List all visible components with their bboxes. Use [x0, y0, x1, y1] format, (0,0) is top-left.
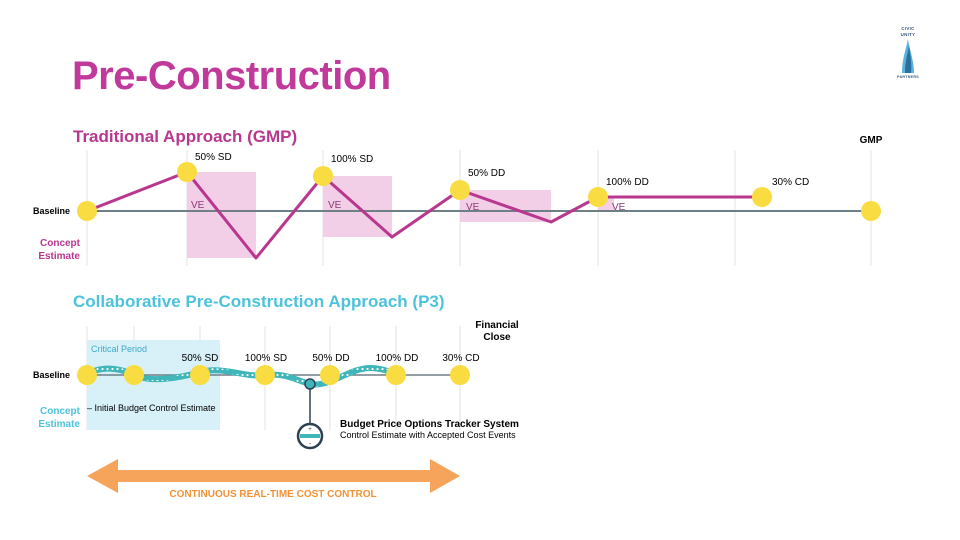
milestone-100-sd: [313, 166, 333, 186]
milestone-50-sd: [177, 162, 197, 182]
milestone-label: 100% DD: [606, 177, 649, 188]
tracker-node-icon: [304, 378, 316, 390]
milestone-label: 50% SD: [182, 353, 219, 364]
milestone-label: 100% DD: [376, 353, 419, 364]
collaborative-baseline-label: Baseline: [33, 370, 70, 380]
page-title: Pre-Construction: [72, 54, 391, 98]
tracker-subtitle: Control Estimate with Accepted Cost Even…: [340, 430, 516, 440]
milestone-30-cd: [752, 187, 772, 207]
svg-text:-: -: [309, 441, 312, 448]
traditional-approach-heading: Traditional Approach (GMP): [73, 127, 298, 146]
milestone-label: 50% DD: [312, 353, 349, 364]
gmp-label: GMP: [860, 135, 883, 146]
milestone-label: 30% CD: [442, 353, 479, 364]
collaborative-approach-heading: Collaborative Pre-Construction Approach …: [73, 292, 445, 311]
cost-control-label: CONTINUOUS REAL-TIME COST CONTROL: [169, 489, 376, 500]
milestone-50-dd: [450, 180, 470, 200]
traditional-baseline-label: Baseline: [33, 206, 70, 216]
milestone-30-cd: [450, 365, 470, 385]
tracker-gauge-icon: + -: [296, 422, 324, 450]
milestone-baseline: [77, 365, 97, 385]
critical-period-box: [87, 340, 220, 430]
critical-period-label: Critical Period: [91, 344, 147, 354]
traditional-diagram: Baseline Concept Estimate GMP 50% SD 100…: [33, 135, 883, 266]
milestone-label: 50% SD: [195, 152, 232, 163]
cost-control-arrow: [87, 459, 460, 493]
financial-close-label-1: Financial: [475, 320, 519, 331]
civic-unity-partners-logo: CIVIC UNITY PARTNERS: [897, 26, 919, 79]
milestone-100-dd: [386, 365, 406, 385]
milestone-50-dd: [320, 365, 340, 385]
milestone-concept: [124, 365, 144, 385]
milestone-label: 30% CD: [772, 177, 809, 188]
svg-text:+: +: [308, 427, 312, 433]
milestone-label: 50% DD: [468, 168, 505, 179]
collaborative-diagram: Critical Period + -: [33, 320, 519, 500]
ve-label: VE: [328, 200, 342, 211]
ve-label: VE: [191, 200, 205, 211]
collaborative-concept-label-1: Concept: [40, 406, 81, 417]
ve-label: VE: [612, 202, 626, 213]
milestone-label: 100% SD: [245, 353, 287, 364]
traditional-concept-label-2: Estimate: [38, 251, 80, 262]
financial-close-label-2: Close: [483, 332, 511, 343]
collaborative-concept-label-2: Estimate: [38, 419, 80, 430]
traditional-concept-label-1: Concept: [40, 238, 81, 249]
milestone-100-dd: [588, 187, 608, 207]
ve-label: VE: [466, 202, 480, 213]
milestone-gmp: [861, 201, 881, 221]
milestone-50-sd: [190, 365, 210, 385]
initial-budget-note: – Initial Budget Control Estimate: [87, 403, 216, 413]
milestone-baseline: [77, 201, 97, 221]
tracker-title: Budget Price Options Tracker System: [340, 419, 519, 430]
milestone-label: 100% SD: [331, 154, 373, 165]
milestone-100-sd: [255, 365, 275, 385]
logo-wave-icon: [902, 39, 914, 73]
traditional-cost-line: [86, 170, 762, 260]
